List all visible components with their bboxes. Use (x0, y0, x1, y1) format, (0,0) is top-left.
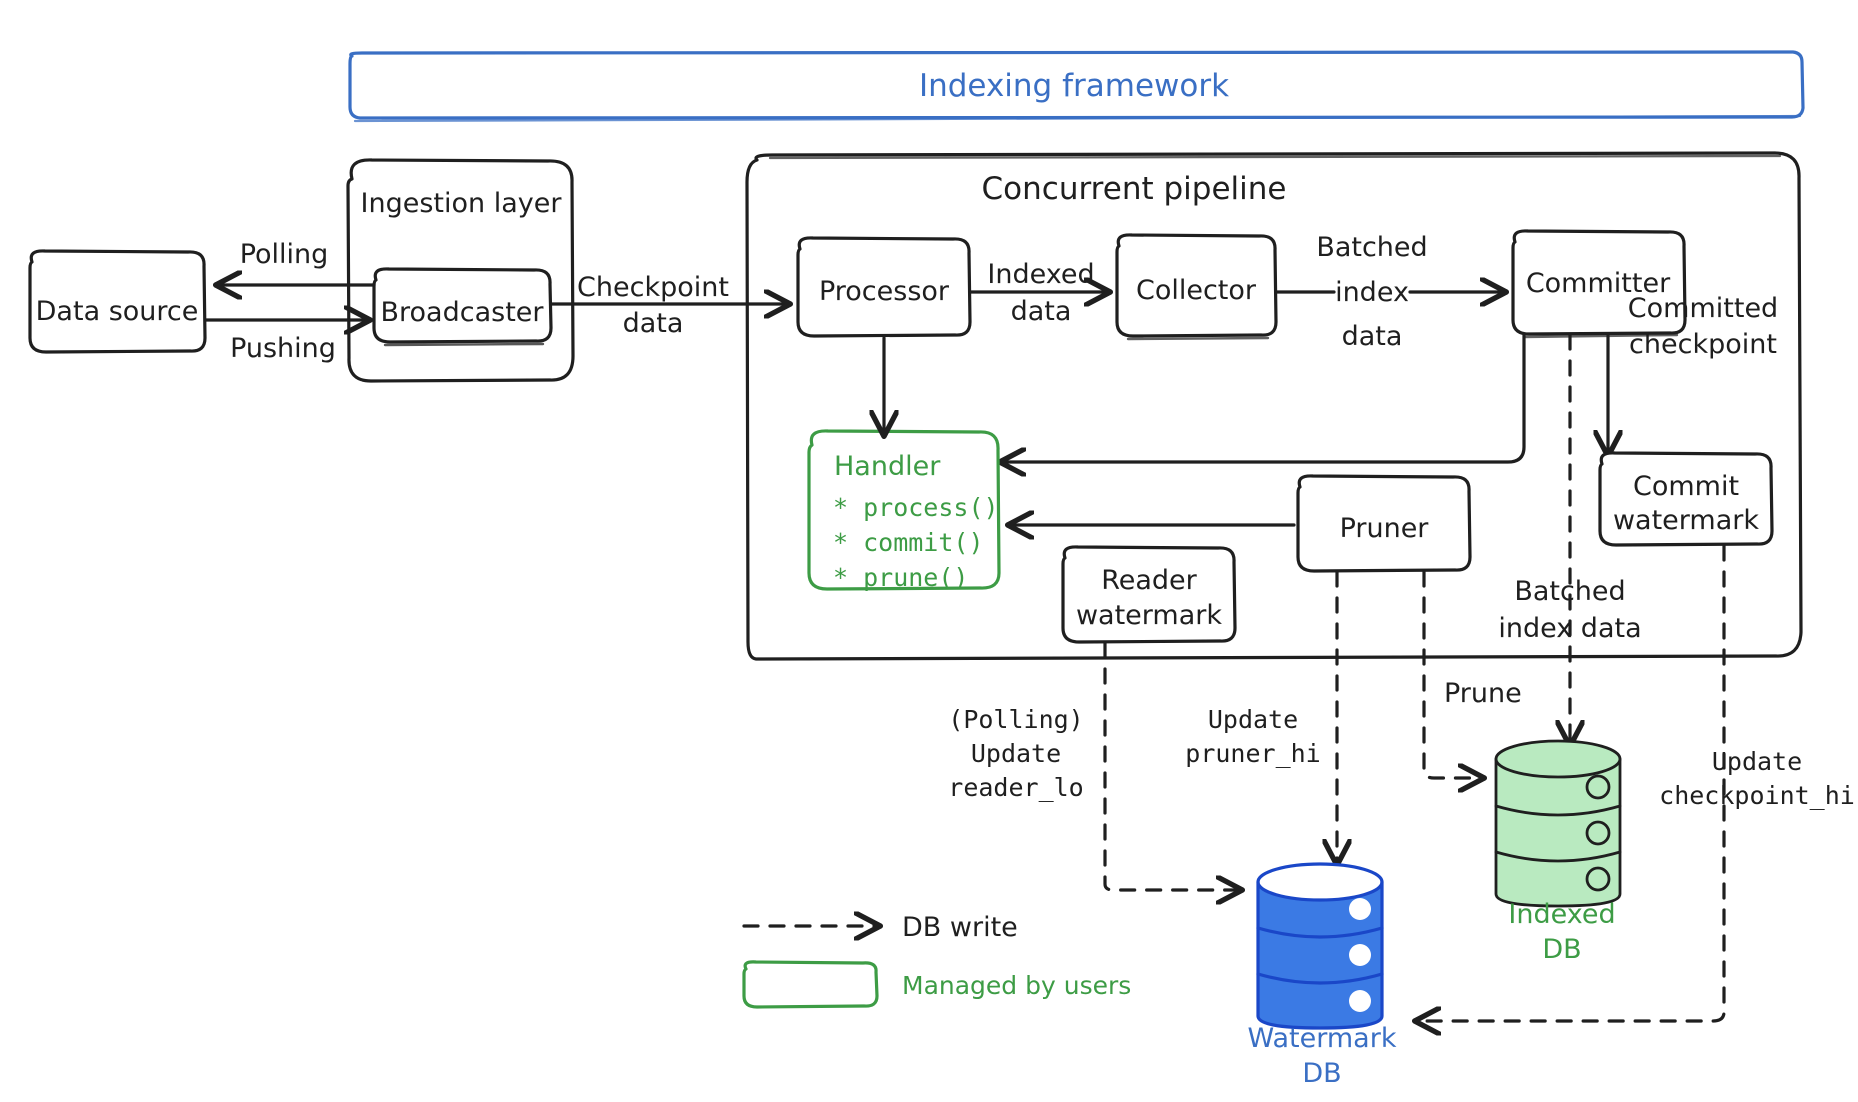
reader-watermark-label-1: Reader (1101, 565, 1197, 596)
edge-label-checkpoint-1: Checkpoint (577, 272, 729, 303)
node-processor[interactable]: Processor (796, 236, 972, 338)
committer-label: Committer (1526, 268, 1671, 299)
data-source-label: Data source (36, 296, 199, 327)
watermark-db-label-1: Watermark (1248, 1023, 1397, 1054)
edge-label-committed-1: Committed (1628, 293, 1778, 324)
edge-label-pushing: Pushing (230, 333, 336, 364)
node-commit-watermark[interactable]: Commit watermark (1598, 451, 1774, 547)
edge-label-batched-db-2: index data (1498, 613, 1641, 644)
edge-label-batched-db-1: Batched (1514, 576, 1625, 607)
container-indexing-framework: Indexing framework (348, 50, 1805, 123)
edge-label-checkpoint-2: data (623, 308, 684, 339)
database-indexed-db[interactable]: Indexed DB (1494, 739, 1622, 965)
edge-pushing: Pushing (204, 320, 368, 364)
node-broadcaster[interactable]: Broadcaster (372, 267, 553, 347)
edge-update-checkpoint-hi: Update checkpoint_hi (1417, 544, 1855, 1021)
edge-label-batched-1: Batched (1316, 232, 1427, 263)
edge-label-prune: Prune (1444, 678, 1522, 709)
handler-title: Handler (834, 451, 941, 482)
edge-committer-to-handler (1002, 333, 1526, 462)
edge-prune: Prune (1422, 570, 1522, 778)
edge-batched-index-data: Batched index data (1275, 232, 1504, 352)
node-pruner[interactable]: Pruner (1296, 474, 1472, 573)
legend-db-write: DB write (742, 912, 1018, 943)
database-watermark-db[interactable]: Watermark DB (1248, 862, 1397, 1089)
legend-managed-label: Managed by users (902, 971, 1131, 1000)
edge-label-update-pruner-1: Update (1208, 705, 1298, 734)
watermark-db-label-2: DB (1302, 1058, 1341, 1089)
edge-label-polling-paren: (Polling) (948, 705, 1083, 734)
node-handler[interactable]: Handler * process() * commit() * prune() (807, 429, 1001, 592)
node-committer[interactable]: Committer (1511, 229, 1687, 339)
commit-watermark-label-1: Commit (1633, 471, 1739, 502)
pruner-label: Pruner (1340, 513, 1430, 544)
edge-polling: Polling (218, 239, 376, 285)
node-collector[interactable]: Collector (1115, 233, 1278, 341)
broadcaster-label: Broadcaster (381, 297, 545, 328)
edge-label-indexed-2: data (1011, 296, 1072, 327)
edge-label-update-reader-2: reader_lo (948, 773, 1083, 802)
processor-label: Processor (819, 276, 950, 307)
container-concurrent-pipeline: Concurrent pipeline (745, 151, 1803, 661)
collector-label: Collector (1136, 275, 1257, 306)
edge-label-update-pruner-2: pruner_hi (1185, 739, 1320, 768)
handler-method-commit: * commit() (833, 528, 984, 557)
edge-label-update-ckpt-2: checkpoint_hi (1659, 781, 1855, 810)
edge-label-indexed-1: Indexed (987, 259, 1094, 290)
legend: DB write Managed by users (742, 912, 1131, 1009)
edge-committed-checkpoint: Committed checkpoint (1608, 293, 1778, 454)
indexed-db-label-1: Indexed (1508, 899, 1615, 930)
edge-label-committed-2: checkpoint (1629, 329, 1777, 360)
edge-indexed-data: Indexed data (969, 259, 1108, 327)
edge-label-batched-3: data (1342, 321, 1403, 352)
node-data-source[interactable]: Data source (28, 249, 207, 354)
edge-label-polling: Polling (240, 239, 329, 270)
legend-db-write-label: DB write (902, 912, 1018, 943)
pipeline-title: Concurrent pipeline (982, 171, 1287, 207)
edge-label-update-reader-1: Update (971, 739, 1061, 768)
edge-reader-update-reader-lo: (Polling) Update reader_lo (948, 641, 1240, 890)
edge-label-update-ckpt-1: Update (1712, 747, 1802, 776)
indexed-db-label-2: DB (1542, 934, 1581, 965)
framework-title: Indexing framework (919, 68, 1229, 104)
edge-label-batched-2: index (1335, 277, 1409, 308)
edge-checkpoint-data: Checkpoint data (550, 272, 788, 339)
legend-managed-by-users: Managed by users (742, 960, 1131, 1009)
ingestion-layer-label: Ingestion layer (361, 188, 563, 219)
handler-method-process: * process() (833, 493, 999, 522)
edge-pruner-update-pruner-hi: Update pruner_hi (1185, 570, 1337, 863)
edge-batched-index-data-db: Batched index data (1498, 333, 1642, 744)
container-ingestion-layer: Ingestion layer (346, 158, 575, 383)
handler-method-prune: * prune() (833, 563, 968, 592)
node-reader-watermark[interactable]: Reader watermark (1061, 545, 1237, 644)
reader-watermark-label-2: watermark (1076, 600, 1222, 631)
commit-watermark-label-2: watermark (1613, 505, 1759, 536)
